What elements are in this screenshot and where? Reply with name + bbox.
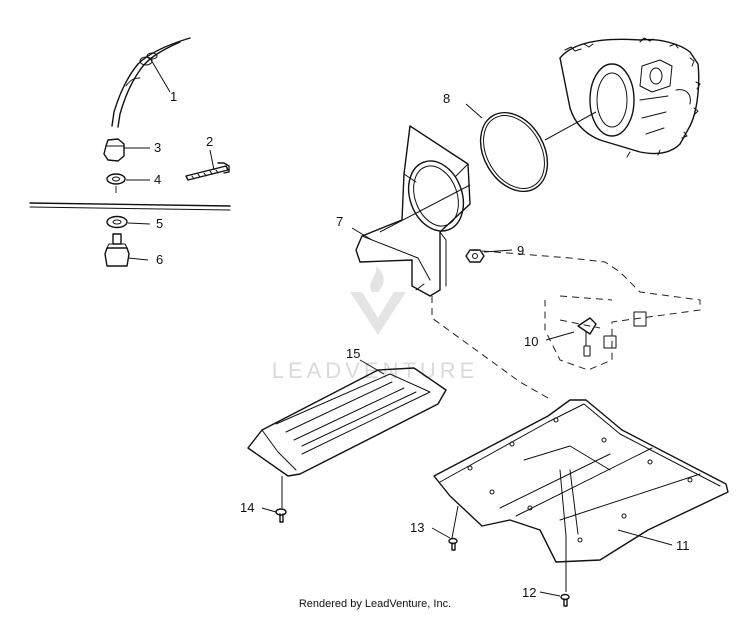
leader-lines xyxy=(124,57,673,597)
callout-3: 3 xyxy=(154,140,161,155)
intake-adapter xyxy=(355,125,471,297)
callout-11: 11 xyxy=(676,538,690,553)
screw-14 xyxy=(275,508,287,523)
runner-rail xyxy=(247,367,447,477)
screw-13 xyxy=(448,537,458,551)
sensor-10 xyxy=(577,317,597,357)
callout-15: 15 xyxy=(346,346,360,361)
render-credit: Rendered by LeadVenture, Inc. xyxy=(298,598,452,610)
chassis-outline xyxy=(431,249,701,399)
skid-plate xyxy=(433,399,729,563)
callout-9: 9 xyxy=(517,243,524,258)
callout-13: 13 xyxy=(410,520,424,535)
callout-14: 14 xyxy=(240,500,254,515)
callout-2: 2 xyxy=(206,134,213,149)
o-ring xyxy=(479,111,549,193)
watermark-text: LEADVENTURE xyxy=(272,358,479,383)
callout-labels: 1 2 3 4 5 6 7 8 9 10 11 12 13 14 15 xyxy=(154,89,690,600)
callout-12: 12 xyxy=(522,585,536,600)
callout-1: 1 xyxy=(170,89,177,104)
nut-9 xyxy=(465,249,485,263)
callout-10: 10 xyxy=(524,334,538,349)
callout-4: 4 xyxy=(154,172,161,187)
engine-housing xyxy=(559,37,701,158)
callout-5: 5 xyxy=(156,216,163,231)
fuel-line-assembly xyxy=(29,37,231,267)
callout-7: 7 xyxy=(336,214,343,229)
screw-12 xyxy=(560,593,570,607)
callout-8: 8 xyxy=(443,91,450,106)
callout-6: 6 xyxy=(156,252,163,267)
watermark-logo-icon xyxy=(350,292,406,335)
watermark: LEADVENTURE xyxy=(272,266,479,383)
